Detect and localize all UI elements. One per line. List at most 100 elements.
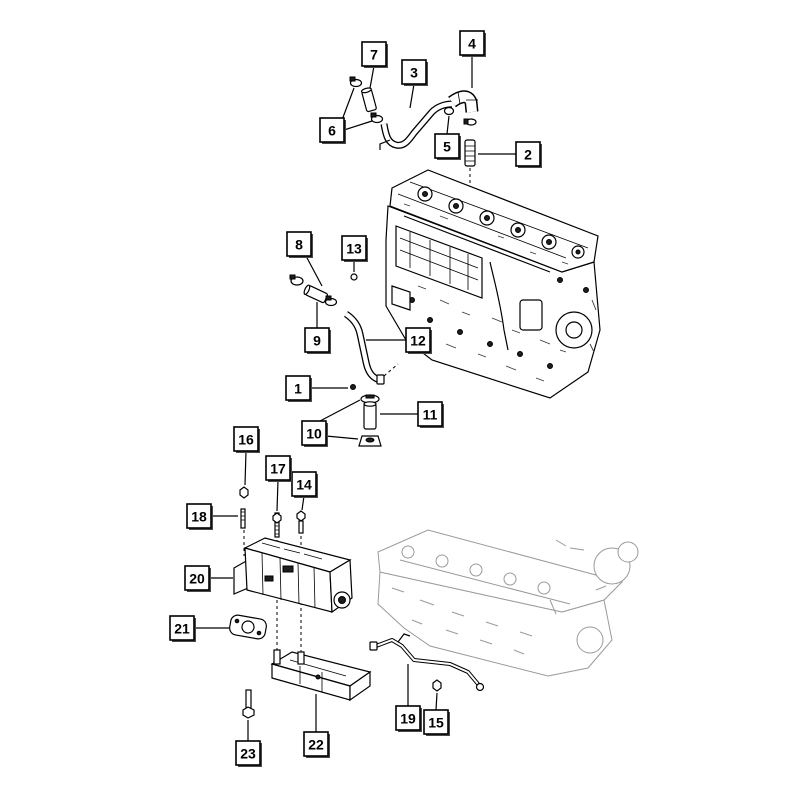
injector-center	[453, 203, 459, 209]
clamp-ear	[349, 76, 356, 82]
bracket-tab	[297, 651, 305, 665]
callout-20: 20	[184, 565, 211, 592]
callout-number: 9	[313, 333, 321, 349]
tube-fill	[381, 101, 453, 148]
callout-box	[434, 133, 460, 159]
coolant-line	[489, 261, 509, 351]
callout-box	[184, 565, 210, 591]
callout-box	[169, 615, 195, 641]
part-9-hose	[303, 284, 329, 304]
part-5-clamp	[443, 106, 477, 126]
callout-number: 15	[428, 715, 444, 731]
callout-number: 18	[191, 509, 207, 525]
leader-line-8	[305, 255, 323, 287]
callout-23: 23	[235, 740, 262, 767]
lower-injector	[469, 563, 483, 577]
fitting-body	[464, 139, 476, 167]
bolt-shaft	[245, 689, 252, 709]
bolt	[427, 317, 433, 323]
callout-15: 15	[423, 709, 450, 736]
gasket-bolt-hole	[256, 630, 262, 636]
callout-17: 17	[265, 455, 292, 482]
part-17-stud	[272, 512, 282, 538]
seal-tab	[365, 394, 375, 399]
callout-19: 19	[395, 705, 422, 732]
part-8-clamp-lower	[324, 295, 338, 307]
callout-16: 16	[233, 426, 260, 453]
callout-number: 12	[410, 333, 426, 349]
engine-mount	[391, 285, 411, 311]
callout-number: 13	[346, 241, 362, 257]
callout-box	[395, 705, 421, 731]
tube-start-fitting	[369, 641, 378, 651]
callout-9: 9	[304, 327, 331, 354]
callout-number: 14	[296, 477, 312, 493]
leader-line-5	[446, 115, 450, 135]
lower-engine-illustration	[377, 529, 639, 677]
callout-number: 3	[410, 65, 418, 81]
cooler-band	[282, 565, 294, 573]
clamp-ear	[289, 274, 296, 280]
callout-1: 1	[285, 375, 312, 402]
bolt-shaft	[298, 520, 304, 534]
injector-center	[422, 191, 428, 197]
part-13-o-ring	[350, 273, 358, 281]
part-10-seal-upper	[360, 394, 380, 404]
callout-box	[417, 401, 443, 427]
callout-18: 18	[186, 503, 213, 530]
callout-box	[233, 426, 259, 452]
callout-box	[319, 117, 345, 143]
callout-number: 2	[524, 147, 532, 163]
callout-box	[405, 327, 431, 353]
callout-box	[515, 141, 541, 167]
injector-row	[417, 186, 585, 259]
callout-number: 8	[295, 237, 303, 253]
callout-6: 6	[319, 117, 346, 144]
leader-line-16	[244, 450, 247, 486]
callout-number: 20	[189, 571, 205, 587]
callout-number: 7	[370, 47, 378, 63]
part-19-tube	[369, 633, 485, 692]
cooler-outlet-bore	[338, 596, 346, 604]
callout-box	[301, 420, 327, 446]
callout-box	[286, 231, 312, 257]
lower-injector	[537, 581, 551, 595]
injector-center	[575, 249, 581, 255]
callout-number: 4	[468, 36, 476, 52]
stud-threads	[241, 511, 245, 521]
callout-3: 3	[401, 59, 428, 86]
elbow-fill	[449, 91, 477, 113]
callout-number: 6	[328, 123, 336, 139]
callout-7: 7	[361, 41, 388, 68]
tube-end-fitting	[475, 682, 485, 692]
callout-11: 11	[417, 401, 444, 428]
clamp-band	[443, 106, 455, 116]
callout-number: 16	[238, 432, 254, 448]
tube-to-engine-dash	[383, 363, 399, 377]
bracket-side	[349, 670, 371, 702]
bolt-head	[296, 510, 306, 522]
part-6-clamp-lower	[370, 112, 384, 124]
injector-center	[484, 215, 490, 221]
seal-hole	[365, 437, 375, 443]
bolt	[517, 351, 523, 357]
leader-line-17	[276, 479, 279, 512]
stud-collar	[272, 512, 282, 524]
part-10-seal-lower	[358, 435, 382, 447]
part-7-hose	[360, 87, 377, 113]
callout-box	[401, 59, 427, 85]
callout-4: 4	[459, 30, 486, 57]
tube-bracket	[379, 139, 391, 150]
leader-line-3	[409, 83, 415, 109]
lower-turbo-inlet	[617, 541, 639, 563]
callout-10: 10	[301, 420, 328, 447]
callout-box	[303, 731, 329, 757]
gasket-port	[241, 620, 255, 634]
bolt	[547, 363, 553, 369]
leader-line-7	[369, 65, 375, 89]
callout-box	[265, 455, 291, 481]
callout-number: 5	[443, 139, 451, 155]
leader-lines	[194, 55, 516, 741]
fuel-rail	[403, 215, 551, 273]
